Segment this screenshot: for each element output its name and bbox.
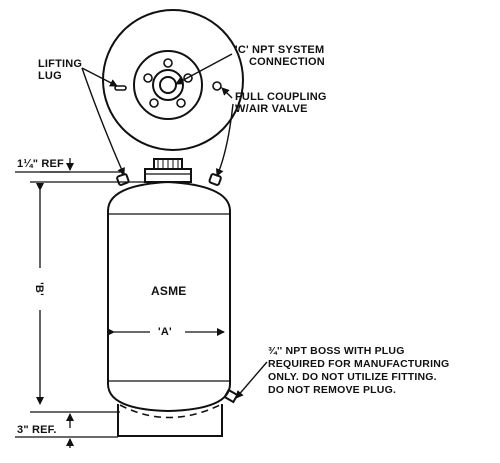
lifting-lug-leader	[81, 67, 118, 87]
tank-skirt	[117, 404, 223, 437]
plug-note-line: ¾'' NPT BOSS WITH PLUG	[268, 345, 405, 357]
asme-label: ASME	[151, 284, 187, 298]
drain-boss	[223, 388, 239, 404]
leader-lines	[81, 53, 268, 399]
lifting-lug-slot	[114, 85, 127, 91]
bolt-hole	[149, 98, 159, 108]
plug-note-line: ONLY. DO NOT UTILIZE FITTING.	[268, 371, 437, 383]
lifting-lug-label: LIFTING LUG	[38, 58, 82, 82]
connection-ring	[152, 69, 184, 101]
lifting-lug-label-line: LIFTING	[38, 58, 83, 70]
full-coupling-label-line: W/AIR VALVE	[235, 103, 308, 115]
dim-a-label: 'A'	[158, 326, 172, 338]
lifting-lug-side	[116, 173, 130, 186]
tank-shell	[107, 180, 231, 413]
air-valve-coupling	[212, 81, 222, 91]
top-flange	[144, 168, 192, 183]
bottom-head-hidden	[119, 404, 221, 419]
full-coupling-leader	[216, 103, 234, 177]
bolt-hole	[163, 58, 173, 68]
bolt-hole	[176, 98, 186, 108]
npt-connection-label: 'C' NPT SYSTEM CONNECTION	[235, 44, 325, 68]
plug-note-line: DO NOT REMOVE PLUG.	[268, 384, 397, 396]
bolt-hole	[143, 73, 153, 83]
full-coupling-label: FULL COUPLING W/AIR VALVE	[235, 91, 327, 115]
flange-circle	[133, 50, 203, 120]
full-coupling-label-line: FULL COUPLING	[235, 91, 327, 103]
lifting-lug-leader	[81, 67, 125, 176]
npt-connection-label-line: 'C' NPT SYSTEM	[235, 44, 325, 56]
lifting-lug-label-line: LUG	[38, 70, 62, 82]
npt-connection-label-line: CONNECTION	[249, 56, 325, 68]
bottom-ref-label: 3" REF.	[17, 424, 57, 436]
air-valve-side	[208, 173, 222, 186]
tank-side-view	[107, 158, 239, 437]
connection-port	[159, 76, 177, 94]
top-ref-label: 1¼" REF	[17, 158, 64, 170]
full-coupling-leader	[221, 87, 233, 99]
dimension-lines	[15, 158, 225, 448]
plug-note-line: REQUIRED FOR MANUFACTURING	[268, 358, 450, 370]
plug-boss-leader	[235, 361, 268, 399]
plug-note: ¾'' NPT BOSS WITH PLUG REQUIRED FOR MANU…	[268, 345, 449, 397]
npt-connection-leader	[175, 53, 233, 85]
top-view-outer-circle	[102, 9, 244, 151]
top-view	[102, 9, 244, 151]
dim-b-label: 'B'	[32, 282, 45, 296]
